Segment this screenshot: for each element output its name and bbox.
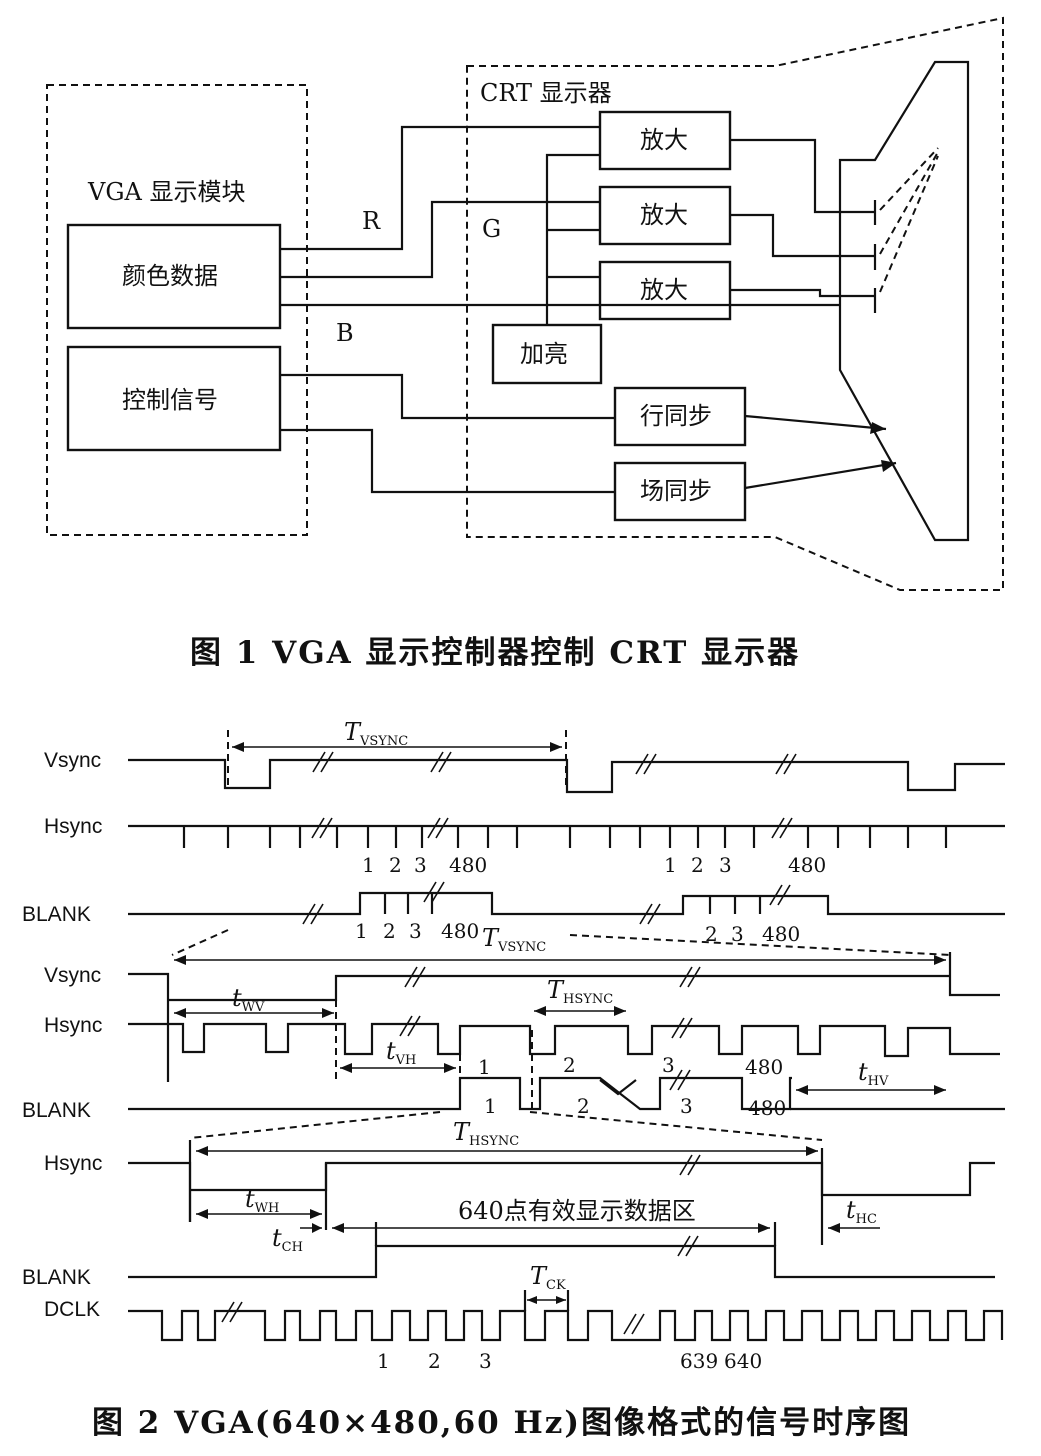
vsync-block-label: 场同步 [640,477,712,505]
blank-2-n2: 2 [563,1053,576,1077]
hsync-1-n2b: 2 [691,853,704,877]
wire-g [280,200,600,279]
label-vsync-1: Vsync [44,749,101,772]
blank-1-n480b: 480 [762,922,800,946]
t-vsync-mid-label: TVSYNC [482,924,546,955]
hsync-1-n480b: 480 [788,853,826,877]
wire-vsync [280,428,615,494]
crt-container [466,16,1004,591]
crt-title: CRT 显示器 [480,79,612,107]
label-hsync-1: Hsync [44,815,102,838]
figure1-caption: 图 1 VGA 显示控制器控制 CRT 显示器 [190,635,800,671]
label-vsync-2: Vsync [44,964,101,987]
label-hsync-2: Hsync [44,1014,102,1037]
blank-1-n2: 2 [383,919,396,943]
color-data-label: 颜色数据 [122,262,218,290]
blank-2-n3b: 3 [680,1094,693,1118]
t-hc-label: tHC [846,1196,877,1227]
brighten-bus [545,153,600,325]
label-blank-3: BLANK [22,1266,91,1289]
hsync-1-n2: 2 [389,853,402,877]
wave-blank-3 [128,1244,995,1279]
wire-b-label: B [336,319,354,347]
blank-2-n1: 1 [478,1055,491,1079]
label-blank-1: BLANK [22,903,91,926]
label-dclk: DCLK [44,1298,100,1321]
blank-1-n1: 1 [355,919,368,943]
vga-module-title: VGA 显示模块 [87,178,245,206]
hsync-1-ticks [182,826,948,848]
blank-1-n2b: 2 [705,922,718,946]
hsync-1-n480: 480 [449,853,487,877]
blank-2-n2b: 2 [577,1094,590,1118]
t-hsync-low-label: THSYNC [453,1118,519,1149]
figure1-block-diagram: VGA 显示模块 颜色数据 控制信号 CRT 显示器 放大 放大 放大 加亮 行… [46,16,1004,671]
hsync-1-n1: 1 [362,853,375,877]
wave-hsync-2 [128,1022,1000,1058]
dclk-n639: 639 [680,1349,718,1373]
wire-g-label: G [482,215,501,243]
wave-vsync-1 [128,758,1005,794]
figure2-caption: 图 2 VGA(640×480,60 Hz)图像格式的信号时序图 [92,1405,911,1441]
blank-2-n1b: 1 [484,1094,497,1118]
wire-hsync [280,373,615,420]
crt-tube [838,60,970,542]
wave-vsync-2 [128,972,170,1082]
blank-2-n480b: 480 [748,1096,786,1120]
t-vsync-top-label: TVSYNC [344,718,408,749]
blank-2-n3: 3 [662,1053,675,1077]
blank-1-n3: 3 [409,919,422,943]
break-marks-row1 [312,751,797,775]
label-hsync-3: Hsync [44,1152,102,1175]
wire-r-label: R [362,207,381,235]
hsync-1-n3b: 3 [719,853,732,877]
dclk-n3: 3 [479,1349,492,1373]
control-signal-label: 控制信号 [122,386,218,414]
blank-1-n480: 480 [441,919,479,943]
hsync-block-label: 行同步 [640,402,712,430]
t-vh-label: tVH [386,1037,416,1068]
control-signal-box [66,345,282,452]
brighten-label: 加亮 [520,340,568,368]
label-blank-2: BLANK [22,1099,91,1122]
t-hsync-mid-label: THSYNC [547,976,613,1007]
dclk-n640: 640 [724,1349,762,1373]
active-area-label: 640点有效显示数据区 [458,1197,696,1225]
wave-dclk [128,1309,1004,1342]
amp-label-1: 放大 [640,126,688,154]
dclk-n1: 1 [377,1349,390,1373]
wave-blank-2 [128,1076,792,1111]
t-hv-label: tHV [858,1058,889,1089]
blank-1-n3b: 3 [731,922,744,946]
blank-2-n480: 480 [745,1055,783,1079]
vga-module-container [46,84,308,536]
dclk-n2: 2 [428,1349,441,1373]
hsync-1-n1b: 1 [664,853,677,877]
amp-label-2: 放大 [640,201,688,229]
t-wv-label: tWV [232,984,265,1015]
t-ck-label: TCK [530,1262,566,1293]
t-wh-label: tWH [245,1185,279,1216]
t-ch-label: tCH [272,1224,303,1255]
wave-blank-1 [128,891,1005,916]
wire-r [280,125,600,251]
hsync-1-n3: 3 [414,853,427,877]
figure2-timing-diagram: Vsync Hsync BLANK Vsync Hsync BLANK Hsyn… [22,718,1005,1441]
amp-label-3: 放大 [640,276,688,304]
